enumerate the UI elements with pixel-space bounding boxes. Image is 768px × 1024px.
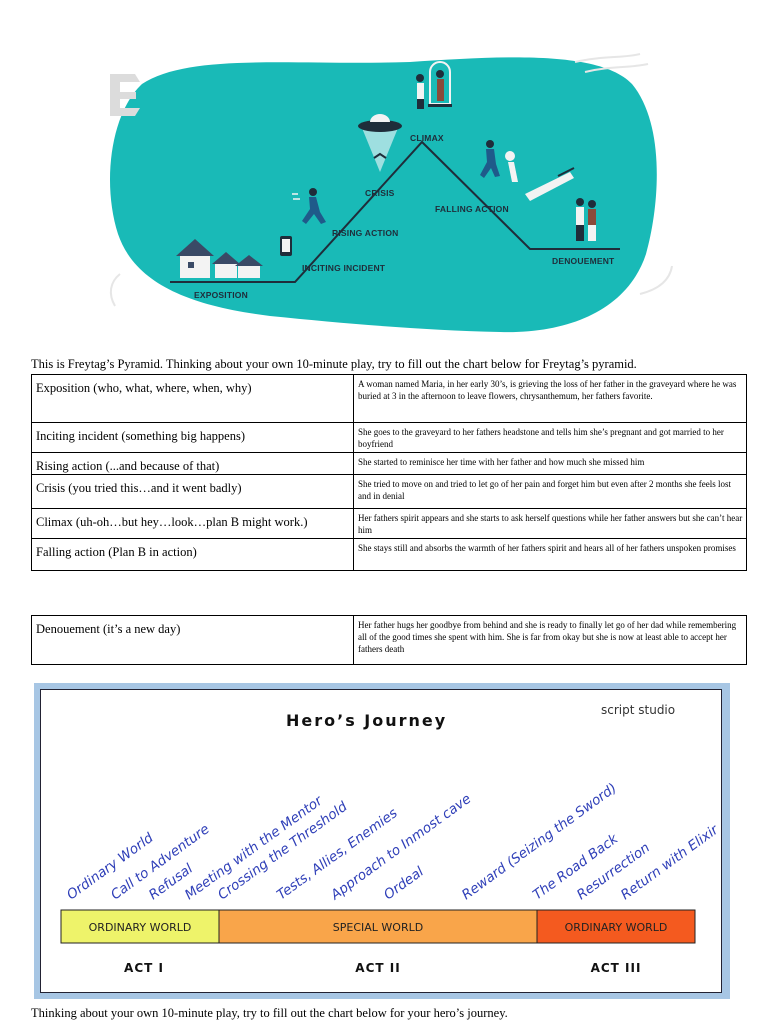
world-label: ORDINARY WORLD xyxy=(89,921,192,934)
label-falling: FALLING ACTION xyxy=(435,204,509,214)
ufo-icon xyxy=(358,114,402,172)
world-segment xyxy=(218,909,538,944)
denouement-table: Denouement (it’s a new day) Her father h… xyxy=(31,615,747,665)
brand-text: script studio xyxy=(601,703,675,717)
world-bar: ORDINARY WORLD SPECIAL WORLD ORDINARY WORL… xyxy=(60,909,696,944)
row-value[interactable]: She started to reminisce her time with h… xyxy=(353,452,747,475)
row-label: Rising action (...and because of that) xyxy=(31,452,354,475)
row-label: Climax (uh-oh…but hey…look…plan B might … xyxy=(31,508,354,539)
freytag-intro: This is Freytag’s Pyramid. Thinking abou… xyxy=(31,357,637,371)
heros-journey-figure: Hero’s Journey script studio Ordinary Wo… xyxy=(34,683,730,999)
row-value[interactable]: Her father hugs her goodbye from behind … xyxy=(353,615,747,665)
world-label: SPECIAL WORLD xyxy=(333,921,423,934)
freytag-table: Exposition (who, what, where, when, why)… xyxy=(31,374,747,571)
heros-journey-panel: Hero’s Journey script studio Ordinary Wo… xyxy=(40,689,722,993)
table-row: Falling action (Plan B in action)She sta… xyxy=(31,538,747,571)
world-segment xyxy=(60,909,220,944)
label-exposition: EXPOSITION xyxy=(194,290,248,300)
label-climax: CLIMAX xyxy=(410,133,444,143)
table-row: Rising action (...and because of that)Sh… xyxy=(31,452,747,475)
table-row: Inciting incident (something big happens… xyxy=(31,422,747,453)
label-rising: RISING ACTION xyxy=(332,228,399,238)
brand-logo: script studio xyxy=(601,703,675,717)
decorative-lines xyxy=(109,53,673,307)
label-inciting: INCITING INCIDENT xyxy=(302,263,386,273)
row-label: Denouement (it’s a new day) xyxy=(31,615,354,665)
phone-icon xyxy=(280,236,292,256)
row-value[interactable]: A woman named Maria, in her early 30’s, … xyxy=(353,374,747,423)
row-label: Falling action (Plan B in action) xyxy=(31,538,354,571)
row-value[interactable]: She tried to move on and tried to let go… xyxy=(353,474,747,509)
stage-label: Ordeal xyxy=(381,864,427,904)
label-denouement: DENOUEMENT xyxy=(552,256,615,266)
world-segment xyxy=(536,909,696,944)
row-label: Exposition (who, what, where, when, why) xyxy=(31,374,354,423)
act-label: ACT III xyxy=(591,961,642,975)
row-value[interactable]: She goes to the graveyard to her fathers… xyxy=(353,422,747,453)
row-label: Inciting incident (something big happens… xyxy=(31,422,354,453)
label-crisis: CRISIS xyxy=(365,188,395,198)
row-value[interactable]: She stays still and absorbs the warmth o… xyxy=(353,538,747,571)
row-value[interactable]: Her fathers spirit appears and she start… xyxy=(353,508,747,539)
couple-icon xyxy=(576,198,596,241)
act-labels: ACT I ACT II ACT III xyxy=(124,961,642,975)
houses-icon xyxy=(176,239,263,278)
table-row: Crisis (you tried this…and it went badly… xyxy=(31,474,747,509)
heros-journey-title: Hero’s Journey xyxy=(286,711,447,730)
logo-icon xyxy=(110,74,140,116)
heros-journey-diagram: Hero’s Journey script studio Ordinary Wo… xyxy=(60,703,721,975)
freytag-pyramid-illustration: EXPOSITION INCITING INCIDENT RISING ACTI… xyxy=(109,53,673,333)
running-person-icon xyxy=(292,188,326,224)
act-label: ACT II xyxy=(355,961,400,975)
hero-intro: Thinking about your own 10-minute play, … xyxy=(31,1006,508,1020)
plot-line xyxy=(170,140,620,283)
table-row: Climax (uh-oh…but hey…look…plan B might … xyxy=(31,508,747,539)
climax-figures-icon xyxy=(416,61,452,109)
row-label: Crisis (you tried this…and it went badly… xyxy=(31,474,354,509)
chase-figures-icon xyxy=(480,140,575,201)
world-label: ORDINARY WORLD xyxy=(565,921,668,934)
table-row: Exposition (who, what, where, when, why)… xyxy=(31,374,747,423)
act-label: ACT I xyxy=(124,961,164,975)
table-row: Denouement (it’s a new day) Her father h… xyxy=(31,615,747,665)
